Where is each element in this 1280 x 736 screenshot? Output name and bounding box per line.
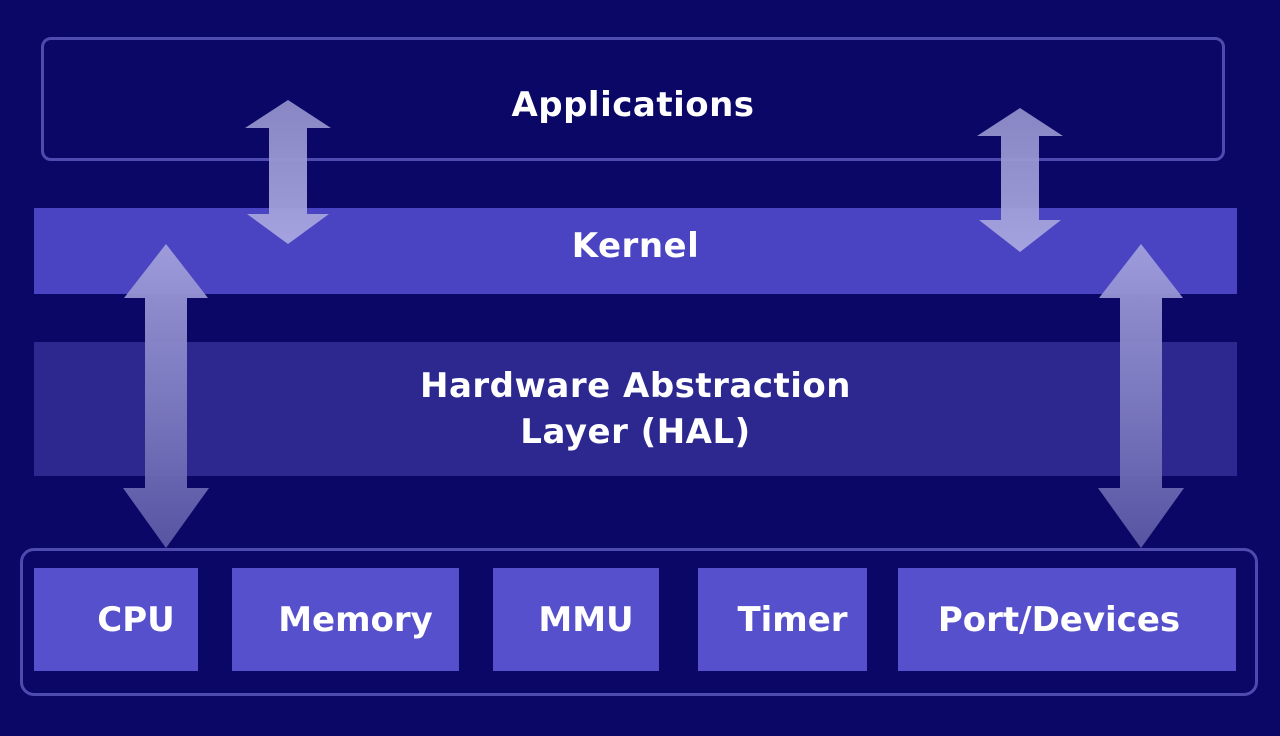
timer-label: Timer [737, 599, 848, 640]
mmu-block: MMU [493, 568, 659, 671]
applications-label: Applications [511, 85, 755, 125]
cpu-label: CPU [97, 599, 175, 640]
timer-block: Timer [698, 568, 867, 671]
hal-label: Hardware Abstraction Layer (HAL) [34, 342, 1237, 476]
memory-block: Memory [232, 568, 459, 671]
port-devices-label: Port/Devices [937, 599, 1181, 640]
hardware-layer [20, 548, 1258, 696]
hal-label-line2: Layer (HAL) [520, 412, 751, 452]
port-devices-block: Port/Devices [898, 568, 1236, 671]
applications-layer [41, 37, 1225, 161]
hal-label-line1: Hardware Abstraction [420, 366, 851, 406]
cpu-block: CPU [34, 568, 198, 671]
mmu-label: MMU [538, 599, 634, 640]
hal-layer [34, 342, 1237, 476]
kernel-label: Kernel [571, 226, 700, 266]
memory-label: Memory [278, 599, 433, 640]
